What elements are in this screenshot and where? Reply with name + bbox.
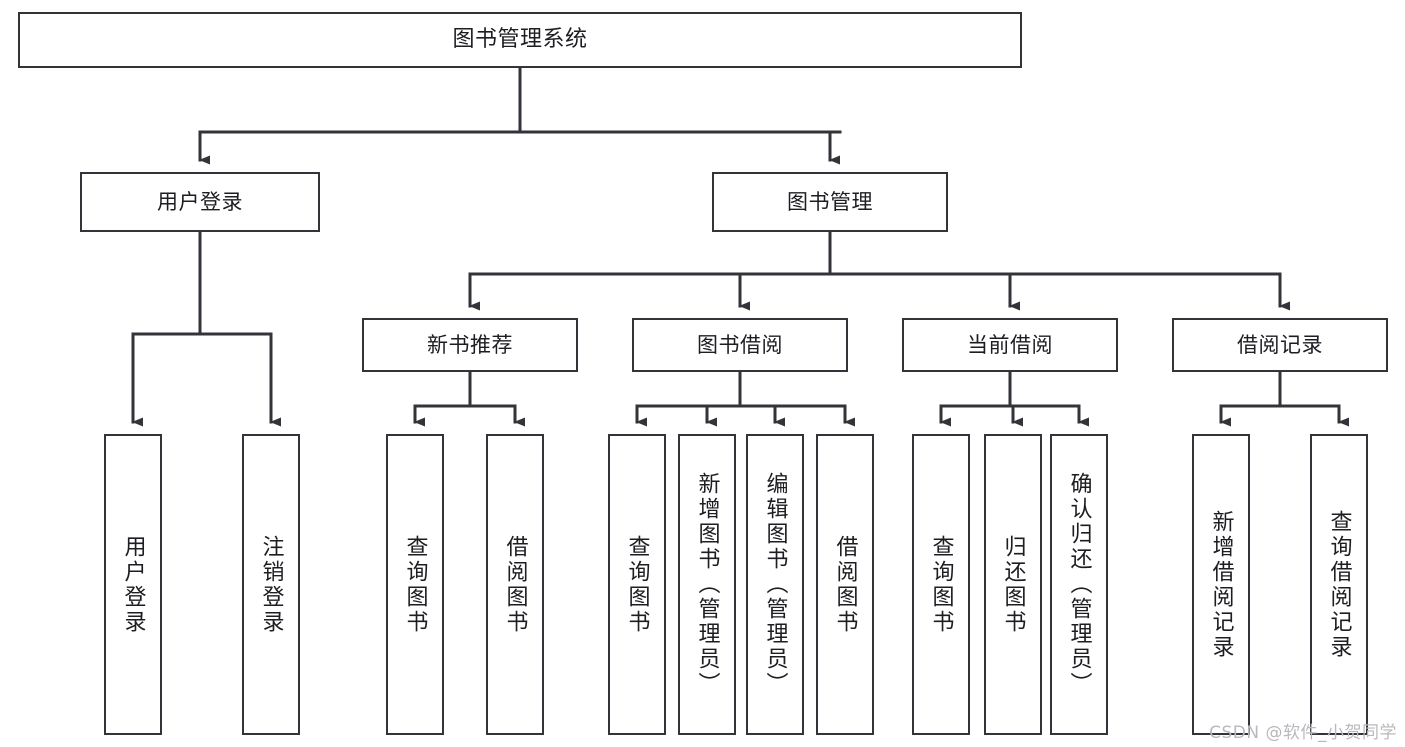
node-label: 借阅图书 (832, 534, 858, 635)
node-leaf-borrow-book-1[interactable]: 借阅图书 (486, 434, 544, 735)
node-new-book-rec[interactable]: 新书推荐 (362, 318, 578, 372)
node-label: 查询图书 (624, 534, 650, 635)
node-leaf-query-book-1[interactable]: 查询图书 (386, 434, 444, 735)
node-label: 图书借阅 (697, 332, 783, 357)
node-leaf-query-book-3[interactable]: 查询图书 (912, 434, 970, 735)
node-label: 当前借阅 (967, 332, 1053, 357)
node-current-borrow[interactable]: 当前借阅 (902, 318, 1118, 372)
node-label: 查询借阅记录 (1326, 509, 1352, 660)
node-label: 用户登录 (157, 189, 243, 214)
node-label: 查询图书 (402, 534, 428, 635)
node-label: 确认归还（管理员） (1066, 472, 1092, 697)
node-leaf-return-book[interactable]: 归还图书 (984, 434, 1042, 735)
node-leaf-edit-book[interactable]: 编辑图书（管理员） (746, 434, 804, 735)
node-leaf-query-record[interactable]: 查询借阅记录 (1310, 434, 1368, 735)
node-label: 新增图书（管理员） (694, 472, 720, 697)
node-root-system[interactable]: 图书管理系统 (18, 12, 1022, 68)
node-label: 新增借阅记录 (1208, 509, 1234, 660)
node-label: 借阅记录 (1237, 332, 1323, 357)
node-label: 查询图书 (928, 534, 954, 635)
node-label: 编辑图书（管理员） (762, 472, 788, 697)
node-book-manage[interactable]: 图书管理 (712, 172, 948, 232)
node-leaf-query-book-2[interactable]: 查询图书 (608, 434, 666, 735)
node-leaf-user-login[interactable]: 用户登录 (104, 434, 162, 735)
node-leaf-user-logout[interactable]: 注销登录 (242, 434, 300, 735)
node-label: 用户登录 (120, 534, 146, 635)
node-leaf-confirm-return[interactable]: 确认归还（管理员） (1050, 434, 1108, 735)
node-label: 新书推荐 (427, 332, 513, 357)
node-label: 图书管理 (787, 189, 873, 214)
csdn-watermark: CSDN @软件_小贺同学 (1209, 723, 1397, 743)
node-user-login[interactable]: 用户登录 (80, 172, 320, 232)
node-label: 图书管理系统 (452, 27, 588, 53)
node-label: 借阅图书 (502, 534, 528, 635)
node-leaf-borrow-book-2[interactable]: 借阅图书 (816, 434, 874, 735)
node-book-borrow[interactable]: 图书借阅 (632, 318, 848, 372)
node-borrow-record[interactable]: 借阅记录 (1172, 318, 1388, 372)
node-label: 归还图书 (1000, 534, 1026, 635)
node-leaf-add-book[interactable]: 新增图书（管理员） (678, 434, 736, 735)
node-label: 注销登录 (258, 534, 284, 635)
node-leaf-add-record[interactable]: 新增借阅记录 (1192, 434, 1250, 735)
